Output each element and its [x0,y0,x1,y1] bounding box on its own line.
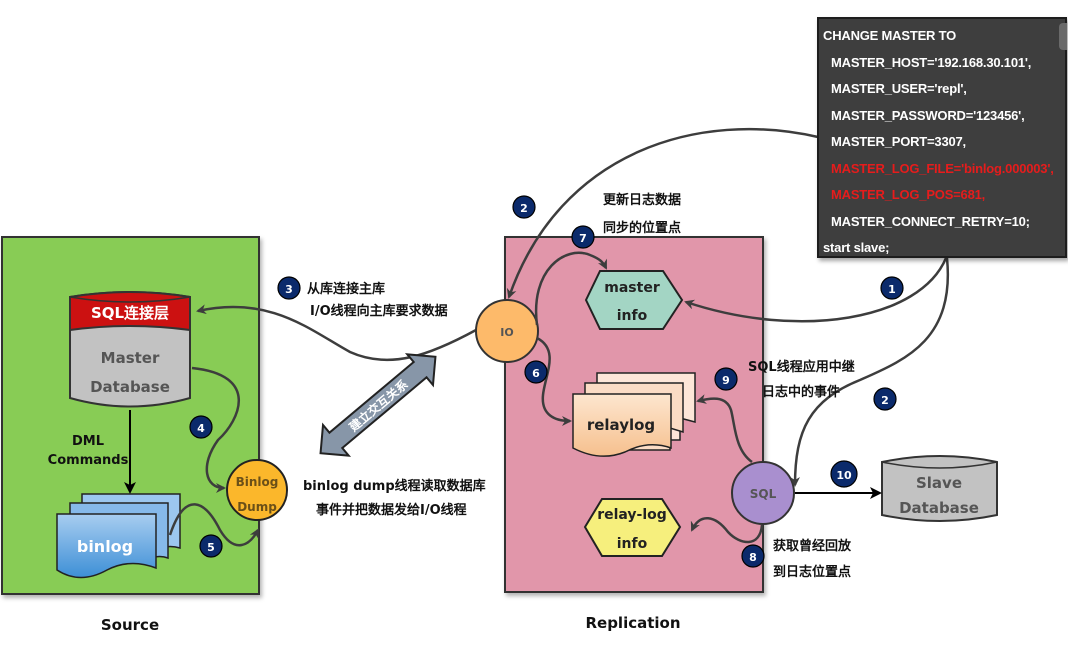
step7-annotation-2: 同步的位置点 [603,220,681,236]
binlog-label: binlog [77,537,133,556]
step8-annotation-1: 获取曾经回放 [773,538,852,554]
relaylog-stack [572,372,696,457]
relay-log-info-line2: info [617,536,648,552]
handshake-label: 建立交互关系 [345,376,411,434]
binlog-dump-line2: Dump [237,500,277,514]
arrow-step5 [168,503,260,547]
master-info-line1: master [604,280,660,296]
config-line: MASTER_HOST='192.168.30.101', [831,54,1032,70]
source-caption: Source [101,616,159,634]
arrow-step1 [684,257,948,323]
slave-db-line1: Slave [916,474,962,492]
svg-text:6: 6 [532,367,540,380]
step-badge: 6 [524,360,548,384]
config-line: MASTER_PASSWORD='123456', [831,107,1025,123]
arrow-step4 [191,366,240,493]
svg-text:1: 1 [888,283,896,296]
step7-annotation-1: 更新日志数据 [603,192,681,208]
step-badge: 5 [199,534,223,558]
step9-annotation-2: 日志中的事件 [762,384,840,400]
relaylog-label: relaylog [587,416,655,434]
step-badge: 2 [873,387,897,411]
arrow-step8 [690,517,764,544]
config-line: MASTER_LOG_FILE='binlog.000003', [831,160,1054,176]
sql-thread [731,461,795,525]
config-line: CHANGE MASTER TO [823,28,957,43]
step8-annotation-2: 到日志位置点 [773,564,851,580]
step-badge: 1 [880,276,904,300]
replication-caption: Replication [585,614,680,632]
arrow-step7 [534,251,608,326]
handshake-double-arrow [319,353,437,457]
io-thread-label: IO [500,326,513,339]
svg-text:8: 8 [749,551,757,564]
svg-text:5: 5 [207,541,215,554]
step-badge: 3 [277,276,301,300]
svg-text:4: 4 [197,422,205,435]
step-badge: 2 [512,195,536,219]
config-lines: CHANGE MASTER TO MASTER_HOST='192.168.30.… [823,23,1065,255]
svg-text:7: 7 [579,232,587,245]
dml-label-2: Commands [48,453,129,468]
config-line: start slave; [823,240,890,255]
config-line: MASTER_USER='repl', [831,81,967,96]
master-db-header: SQL连接层 [91,304,169,322]
config-line: MASTER_CONNECT_RETRY=10; [831,213,1030,229]
step-badge: 7 [571,225,595,249]
dump-annotation-1: binlog dump线程读取数据库 [303,478,486,494]
step-badge: 8 [741,544,765,568]
arrow-step9 [696,394,753,464]
master-database [69,291,191,408]
binlog-dump-thread [226,459,288,521]
config-line: MASTER_LOG_POS=681, [831,187,986,202]
change-master-config-box: CHANGE MASTER TO MASTER_HOST='192.168.30.… [817,17,1067,258]
step-badge: 9 [714,367,738,391]
arrow-step2-io [506,127,819,299]
io-thread [475,299,539,363]
config-line: MASTER_PORT=3307, [831,134,966,149]
arrow-step2-sql [790,257,950,487]
sql-thread-label: SQL [750,487,777,501]
step-badge: 4 [189,415,213,439]
svg-text:3: 3 [285,283,293,296]
master-info-hexagon [584,270,684,330]
master-info-line2: info [617,308,648,324]
binlog-stack [56,493,181,579]
master-db-line2: Database [90,378,170,396]
slave-database [881,455,998,522]
arrow-step3 [196,304,477,362]
svg-text:9: 9 [722,374,730,387]
relay-log-info-hexagon [583,498,682,557]
dml-label-1: DML [72,434,104,449]
relay-log-info-line1: relay-log [597,507,667,523]
step-badge: 10 [830,460,858,488]
master-db-line1: Master [101,349,160,367]
step3-annotation-1: 从库连接主库 [307,281,385,297]
step9-annotation-1: SQL线程应用中继 [748,359,855,375]
svg-text:2: 2 [520,202,528,215]
binlog-dump-line1: Binlog [236,475,279,489]
slave-db-line2: Database [899,499,979,517]
svg-text:2: 2 [881,394,889,407]
dump-annotation-2: 事件并把数据发给I/O线程 [316,502,467,518]
svg-text:10: 10 [836,469,852,482]
config-box-tab [1059,23,1067,50]
arrow-step6 [536,336,572,426]
step3-annotation-2: I/O线程向主库要求数据 [310,303,448,319]
